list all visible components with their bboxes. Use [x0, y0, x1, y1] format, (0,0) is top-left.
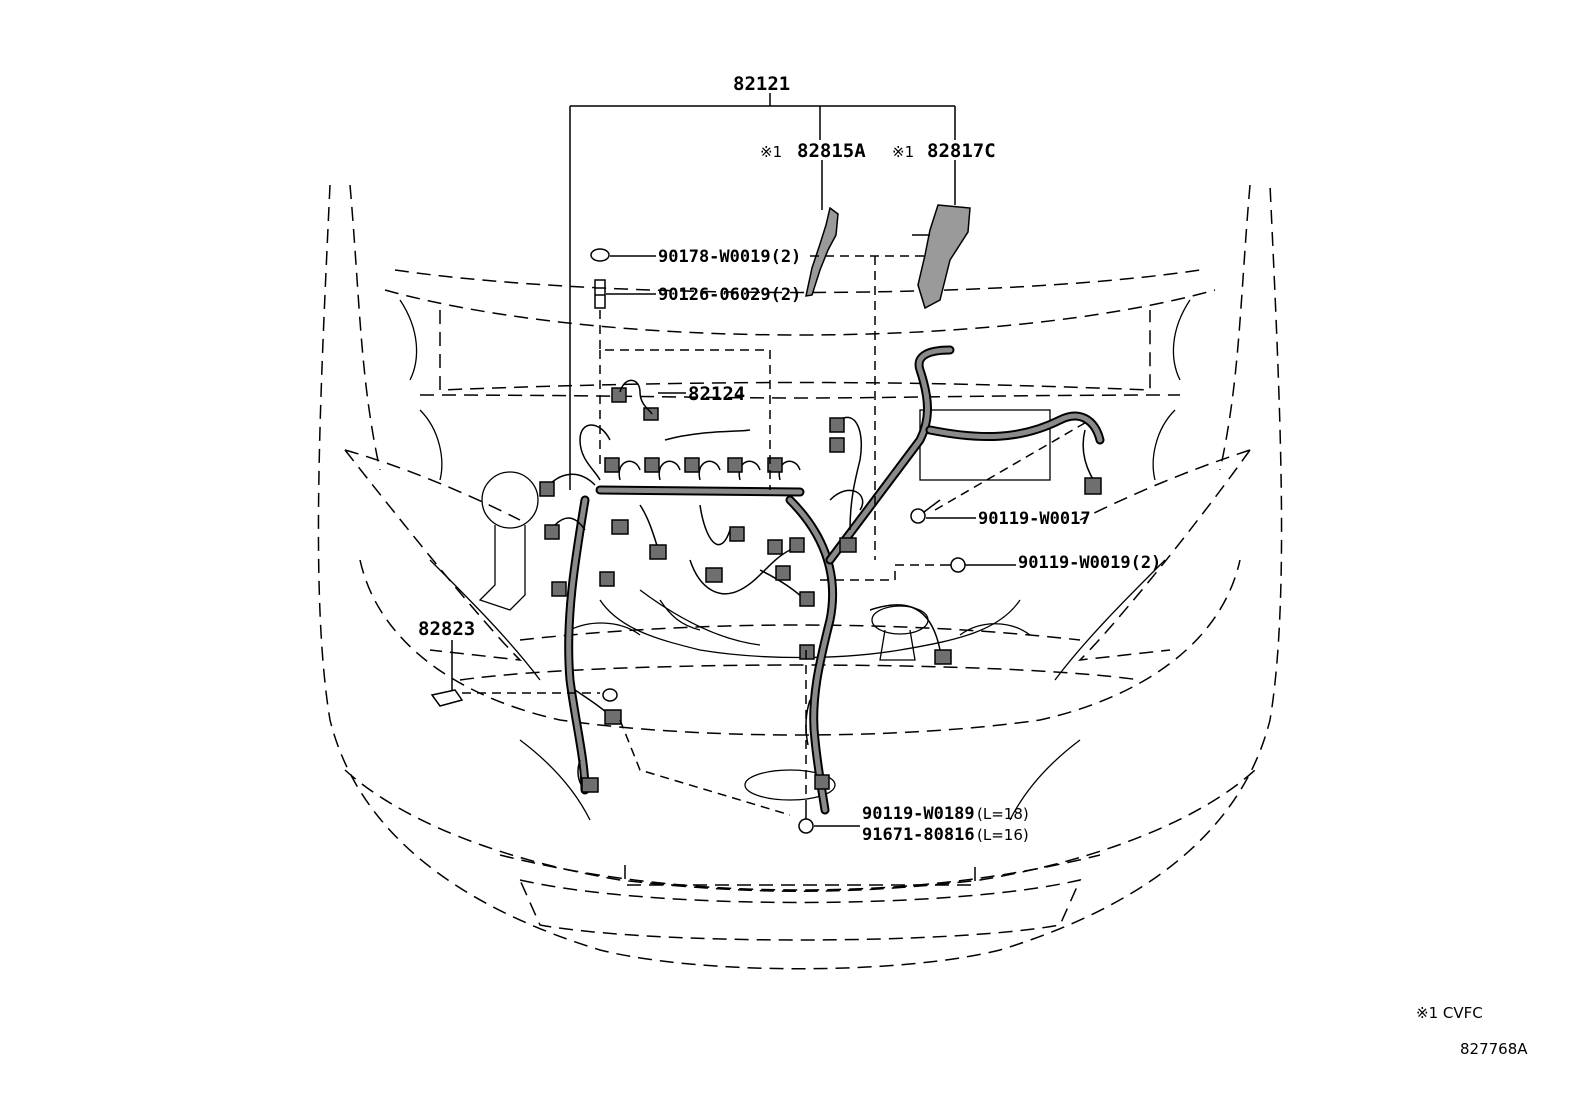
harness-protector-82815a[interactable] — [805, 206, 839, 297]
illustration-id: 827768A — [1460, 1040, 1528, 1058]
harness-connectors — [539, 387, 1102, 793]
part-labels: 82121 ※1 82815A ※1 82817C 90178-W0019(2)… — [418, 73, 1161, 845]
label-90126: 90126-06029(2) — [658, 285, 801, 305]
footnote-cvfc: ※1 CVFC — [1416, 1004, 1483, 1022]
bolt-90119-w0189[interactable] — [798, 808, 814, 834]
stud-90126[interactable] — [594, 279, 606, 309]
clamp-90178[interactable] — [590, 248, 610, 262]
label-82121: 82121 — [733, 73, 790, 95]
label-91671: 91671-80816 — [862, 825, 975, 845]
leader-lines — [451, 93, 1091, 827]
label-90119-w0189-length: (L=18) — [977, 805, 1029, 823]
label-90119-w0189: 90119-W0189 — [862, 804, 975, 824]
bolt-90119-w0019[interactable] — [940, 557, 966, 573]
wire-82124[interactable] — [619, 379, 653, 415]
label-91671-length: (L=16) — [977, 826, 1029, 844]
vehicle-body-outline — [317, 184, 1283, 970]
label-82823: 82823 — [418, 618, 475, 640]
bolt-90119-w0017[interactable] — [910, 499, 941, 524]
engine-wire-harness[interactable] — [544, 345, 1105, 815]
protector-82823[interactable] — [430, 688, 618, 707]
harness-protector-82817c[interactable] — [912, 204, 971, 310]
label-82817c-prefix: ※1 — [892, 143, 914, 161]
label-82815a-prefix: ※1 — [760, 143, 782, 161]
label-90178: 90178-W0019(2) — [658, 247, 801, 267]
label-82124: 82124 — [688, 383, 745, 405]
label-90119-w0017: 90119-W0017 — [978, 509, 1091, 529]
label-82817c: 82817C — [927, 140, 996, 162]
label-82815a: 82815A — [797, 140, 866, 162]
label-90119-w0019: 90119-W0019(2) — [1018, 553, 1161, 573]
